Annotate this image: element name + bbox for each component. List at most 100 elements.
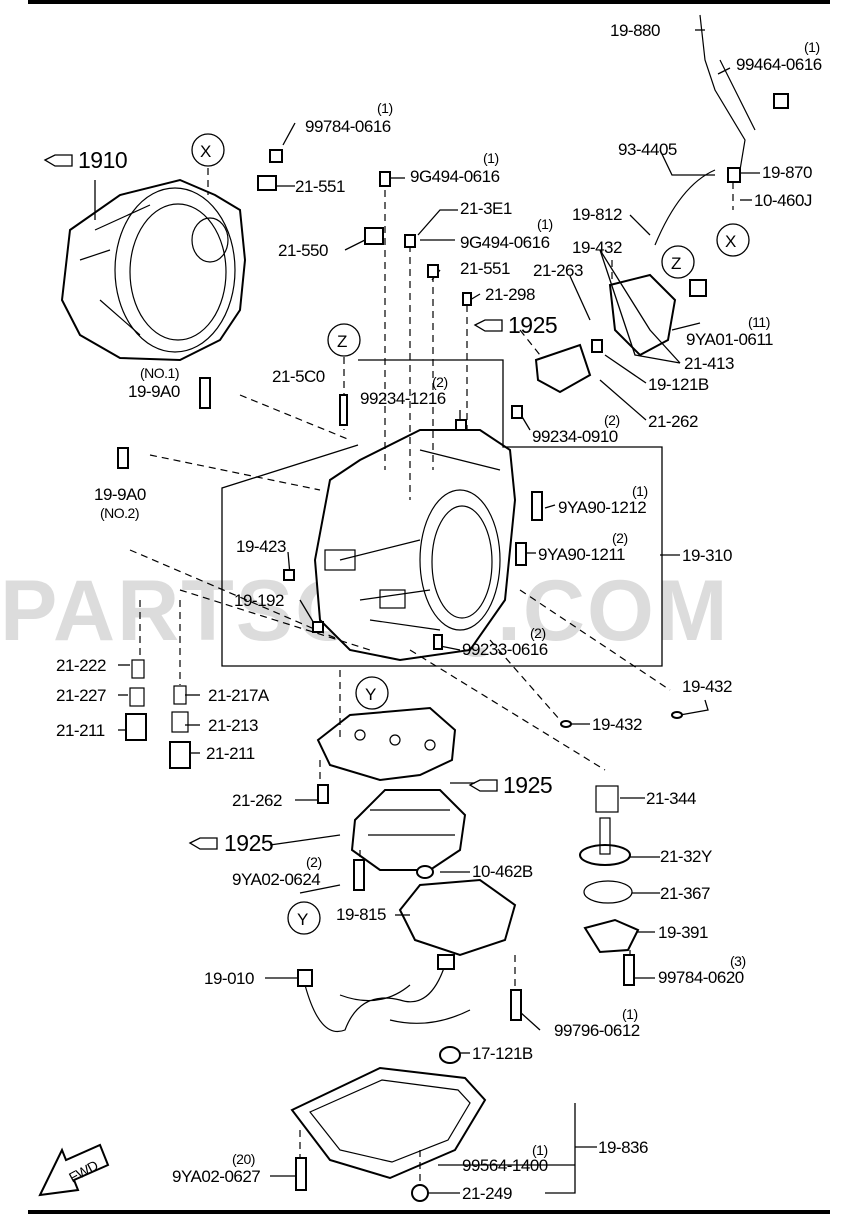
callout-21-217A: 21-217A	[208, 686, 270, 705]
callout-21-551-b: 21-551	[460, 259, 510, 278]
svg-text:Z: Z	[671, 254, 681, 273]
callout-10-460J: 10-460J	[754, 191, 812, 210]
callout-21-298: 21-298	[485, 285, 535, 304]
svg-text:(1): (1)	[632, 483, 648, 499]
callout-21-227: 21-227	[56, 686, 106, 705]
callout-19-815: 19-815	[336, 905, 386, 924]
callout-19-9A0-no2: 19-9A0	[94, 485, 146, 504]
shift-solenoid-bracket	[534, 273, 677, 394]
callout-19-432-b: 19-432	[682, 677, 732, 696]
callout-9YA02-0624: 9YA02-0624	[232, 870, 320, 889]
ref-circle-y1: Y	[355, 676, 389, 710]
top-border	[28, 0, 830, 4]
svg-text:Y: Y	[297, 910, 308, 929]
callout-21-551-a: 21-551	[295, 177, 345, 196]
callout-21-367: 21-367	[660, 884, 710, 903]
svg-text:(2): (2)	[612, 530, 628, 546]
converter-housing	[60, 178, 247, 362]
svg-text:1925: 1925	[508, 312, 557, 338]
transmission-case	[313, 429, 517, 662]
ref-circle-x2: X	[716, 223, 750, 257]
callout-19-880: 19-880	[610, 21, 660, 40]
callout-99233-0616: 99233-0616	[462, 640, 548, 659]
svg-text:Y: Y	[365, 685, 376, 704]
callout-99784-0616: 99784-0616	[305, 117, 391, 136]
callout-labels: 19-880 (1) 99464-0616 (1) 99784-0616 21-…	[56, 21, 822, 1203]
callout-99234-1216: 99234-1216	[360, 389, 446, 408]
svg-text:(1): (1)	[377, 100, 393, 116]
svg-text:(1): (1)	[537, 216, 553, 232]
fwd-arrow: FWD	[38, 1143, 110, 1197]
separator-plate	[316, 706, 457, 782]
servo-parts	[579, 785, 640, 954]
svg-text:(11): (11)	[748, 314, 770, 330]
oil-strainer	[398, 878, 517, 957]
callout-21-211-b: 21-211	[206, 744, 255, 763]
callout-19-812: 19-812	[572, 205, 622, 224]
dashed-lines	[129, 168, 734, 1185]
ref-circle-z1: Z	[327, 323, 361, 357]
dipstick-tube	[654, 14, 756, 246]
callout-19-432-a: 19-432	[572, 238, 622, 257]
callout-21-263: 21-263	[533, 261, 583, 280]
svg-text:1925: 1925	[224, 830, 273, 856]
svg-text:(NO.2): (NO.2)	[100, 505, 139, 521]
svg-text:1925: 1925	[503, 772, 552, 798]
ref-circle-z2: Z	[661, 245, 695, 279]
callout-19-391: 19-391	[658, 923, 708, 942]
callout-21-3E1: 21-3E1	[460, 199, 512, 218]
callout-99464-0616: 99464-0616	[736, 55, 822, 74]
callout-99796-0612: 99796-0612	[554, 1021, 640, 1040]
callout-9YA90-1212: 9YA90-1212	[558, 498, 646, 517]
callout-21-249: 21-249	[462, 1184, 512, 1203]
svg-text:(1): (1)	[483, 150, 499, 166]
accumulator-springs	[125, 659, 191, 769]
svg-text:(2): (2)	[432, 374, 448, 390]
callout-19-870: 19-870	[762, 163, 812, 182]
callout-19-121B: 19-121B	[648, 375, 709, 394]
callout-21-413: 21-413	[684, 354, 734, 373]
callout-9YA90-1211: 9YA90-1211	[538, 545, 625, 564]
ref-circle-y2: Y	[287, 901, 321, 935]
callout-99784-0620: 99784-0620	[658, 968, 744, 987]
callout-19-423: 19-423	[236, 537, 286, 556]
svg-text:1910: 1910	[78, 147, 127, 173]
group-ref-1925-top: 1925	[473, 312, 558, 338]
oil-pan	[290, 1066, 487, 1180]
callout-9G494-0616-b: 9G494-0616	[460, 233, 550, 252]
group-ref-1925-mid: 1925	[468, 772, 553, 798]
svg-text:(2): (2)	[604, 412, 620, 428]
callout-19-010: 19-010	[204, 969, 254, 988]
callout-9YA02-0627: 9YA02-0627	[172, 1167, 260, 1186]
callout-19-432-c: 19-432	[592, 715, 642, 734]
svg-text:(3): (3)	[730, 953, 746, 969]
callout-21-211-a: 21-211	[56, 721, 105, 740]
svg-text:Z: Z	[337, 332, 347, 351]
svg-text:(NO.1): (NO.1)	[140, 365, 179, 381]
leader-lines	[94, 29, 760, 1194]
wiring-harness	[297, 954, 471, 1033]
control-valve-body	[350, 789, 467, 871]
svg-text:(1): (1)	[532, 1142, 548, 1158]
callout-9G494-0616-a: 9G494-0616	[410, 167, 500, 186]
callout-21-213: 21-213	[208, 716, 258, 735]
svg-text:(20): (20)	[232, 1151, 255, 1167]
assembly-outline	[221, 359, 663, 667]
bottom-border	[28, 1210, 830, 1214]
ref-circle-x1: X	[191, 133, 225, 167]
callout-99564-1400: 99564-1400	[462, 1156, 548, 1175]
callout-21-262-a: 21-262	[648, 412, 698, 431]
svg-text:(1): (1)	[622, 1006, 638, 1022]
svg-text:X: X	[200, 142, 211, 161]
callout-99234-0910: 99234-0910	[532, 427, 618, 446]
callout-17-121B: 17-121B	[472, 1044, 533, 1063]
callout-19-192: 19-192	[234, 591, 284, 610]
callout-19-310: 19-310	[682, 546, 732, 565]
svg-text:(2): (2)	[306, 854, 322, 870]
svg-text:(1): (1)	[804, 39, 820, 55]
callout-21-5C0: 21-5C0	[272, 367, 325, 386]
callout-21-550: 21-550	[278, 241, 328, 260]
group-ref-1910: 1910	[43, 147, 128, 173]
svg-text:(2): (2)	[530, 625, 546, 641]
